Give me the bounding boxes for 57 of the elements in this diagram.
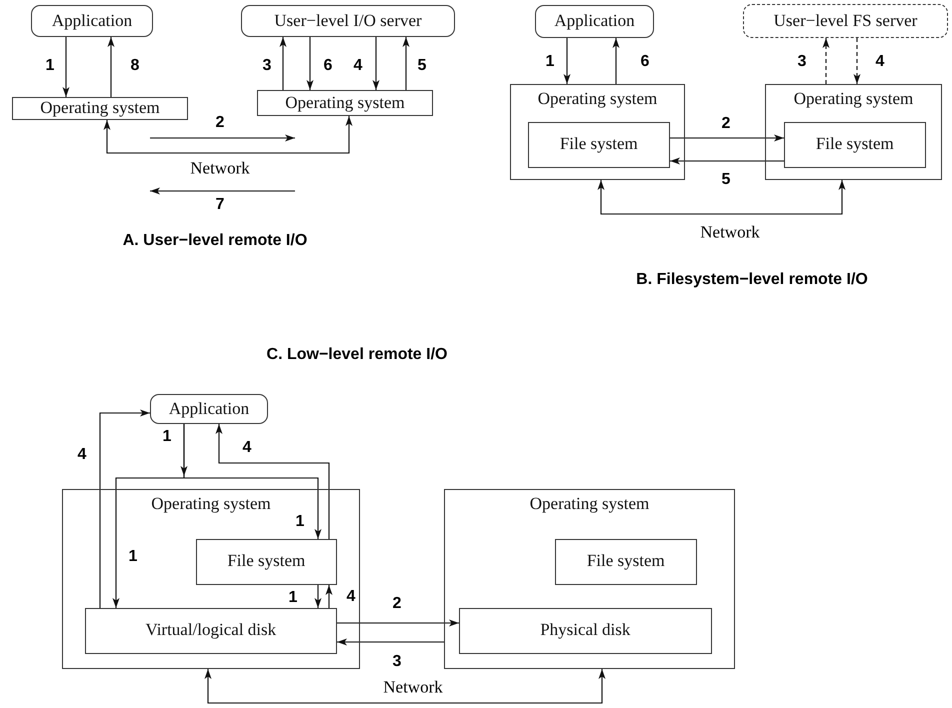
arrow [564,38,570,84]
node-label: Application [554,12,635,31]
node-label: File system [586,552,665,572]
container-box [510,84,685,180]
node-label: File system [816,135,894,154]
process-box [784,122,926,168]
process-box [257,90,433,116]
arrow [104,116,352,154]
dashed-arrow [854,38,860,84]
node-label: Operating system [40,99,160,118]
arrow [402,37,410,90]
arrow [62,37,70,97]
node-label: Operating system [151,495,271,514]
rounded-box [743,4,948,38]
arrow [306,37,314,90]
rounded-box [241,5,455,37]
node-label: User−level I/O server [274,12,422,30]
rounded-box [150,394,268,424]
container-box [765,84,942,180]
node-label: File system [560,135,638,154]
arrow [598,180,846,215]
arrow [326,585,332,608]
arrow [670,134,784,142]
arrow [99,410,150,608]
process-box [12,97,188,120]
arrow [612,38,620,84]
node-label: Application [168,400,250,418]
arrow [372,37,380,90]
arrow [337,638,444,646]
process-box [458,608,712,654]
arrow [337,620,459,626]
arrow [314,585,322,608]
arrow [180,424,188,476]
panel-title: B. Filesystem−level remote I/O [635,271,869,289]
rounded-box [31,5,153,37]
container-box [62,489,360,669]
arrow [204,669,606,704]
node-label: Physical disk [540,621,630,640]
node-label: File system [227,552,306,572]
container-box [444,489,735,669]
node-label: Operating system [285,94,405,112]
arrow [108,37,114,97]
node-label: Application [52,12,132,30]
arrow [280,37,286,90]
arrow [216,424,330,539]
process-box [528,122,670,168]
rounded-box [535,5,654,38]
arrow [670,158,784,164]
process-box [84,608,337,654]
node-label: Virtual/logical disk [145,621,276,640]
node-label: Operating system [530,495,650,514]
process-box [554,538,697,585]
node-label: Operating system [794,90,914,109]
process-box [196,538,337,585]
dashed-arrow [822,38,830,84]
node-label: Operating system [538,90,658,109]
node-label: User−level FS server [774,12,918,30]
